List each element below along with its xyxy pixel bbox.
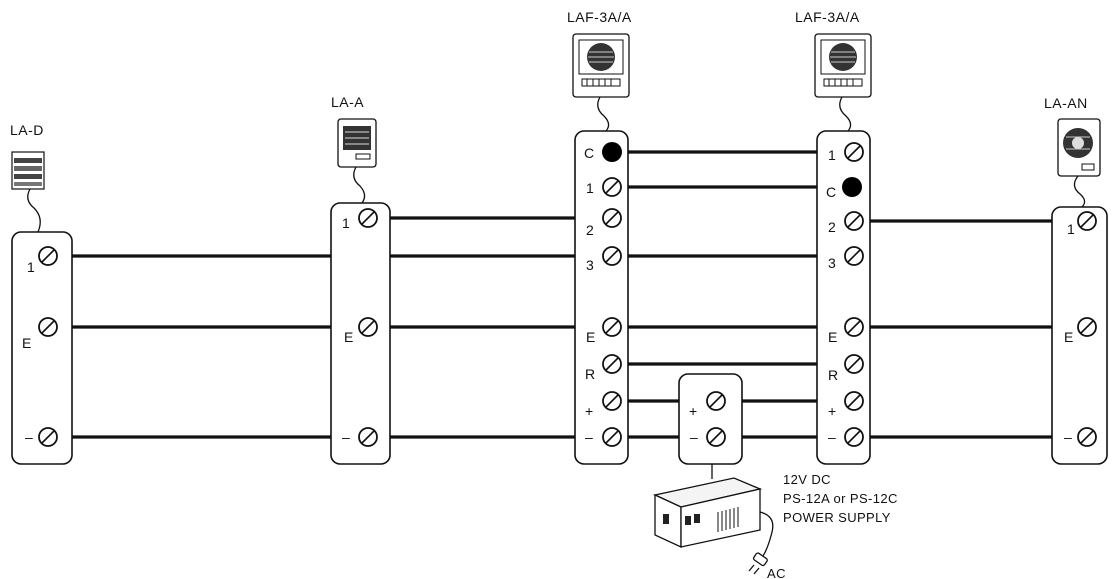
screw-terminal-icon: [602, 317, 622, 337]
device-title-la-d: LA-D: [10, 122, 44, 138]
terminal-label: 3: [586, 257, 594, 273]
screw-terminal-icon: [844, 317, 864, 337]
wires: [46, 150, 1089, 439]
terminal-label: E: [22, 335, 31, 351]
terminal-label: 3: [828, 255, 836, 271]
screw-terminal-icon: [38, 317, 58, 337]
ac-plug-icon: [748, 552, 768, 575]
terminal-label: E: [586, 329, 595, 345]
screw-terminal-icon: [602, 427, 622, 447]
screw-terminal-icon: [1077, 427, 1097, 447]
screw-terminal-icon: [844, 246, 864, 266]
screw-terminal-icon: [358, 208, 378, 228]
device-la-a: LA-A 1 E –: [330, 94, 391, 465]
terminal-label: +: [585, 403, 593, 419]
screw-terminal-icon: [706, 427, 726, 447]
power-supply-models: PS-12A or PS-12C: [783, 491, 898, 506]
terminal-label: –: [690, 429, 698, 445]
terminal-label: C: [826, 184, 836, 200]
terminal-label: E: [828, 329, 837, 345]
terminal-label: 2: [828, 219, 836, 235]
terminal-label: E: [1064, 329, 1073, 345]
lead-la-an: [1073, 175, 1086, 208]
station-la-a-icon: [337, 118, 377, 168]
lead-laf-right: [839, 96, 852, 132]
terminal-label: –: [25, 429, 33, 445]
device-title-la-a: LA-A: [331, 94, 364, 110]
connected-terminal-dot-icon: [842, 177, 862, 197]
terminal-label: 1: [1067, 221, 1075, 237]
master-station-icon: [814, 33, 872, 98]
screw-terminal-icon: [844, 142, 864, 162]
device-title-la-an: LA-AN: [1044, 95, 1088, 111]
terminal-panel-laf-left: [574, 130, 629, 465]
screw-terminal-icon: [358, 427, 378, 447]
terminal-label: C: [584, 145, 594, 161]
device-title-laf-right: LAF-3A/A: [795, 9, 860, 25]
station-la-an-icon: [1057, 118, 1101, 177]
terminal-label: –: [342, 429, 350, 445]
screw-terminal-icon: [602, 208, 622, 228]
terminal-label: –: [585, 429, 593, 445]
terminal-label: 1: [27, 259, 35, 275]
terminal-label: R: [585, 366, 595, 382]
terminal-label: R: [828, 367, 838, 383]
device-la-d: LA-D 1 E –: [10, 122, 73, 465]
terminal-panel-la-d: [11, 231, 73, 465]
screw-terminal-icon: [358, 317, 378, 337]
lead-la-a: [353, 166, 366, 204]
screw-terminal-icon: [844, 427, 864, 447]
terminal-label: –: [828, 429, 836, 445]
screw-terminal-icon: [1077, 317, 1097, 337]
terminal-label: +: [689, 403, 697, 419]
terminal-label: 1: [342, 215, 350, 231]
terminal-label: 2: [586, 222, 594, 238]
terminal-panel-power-supply: [678, 373, 743, 465]
device-laf-3a-a-right: LAF-3A/A 1 C 2 3 E R + –: [795, 9, 872, 465]
device-la-an: LA-AN 1 E –: [1044, 95, 1108, 465]
power-supply-caption: POWER SUPPLY: [783, 510, 891, 525]
screw-terminal-icon: [38, 427, 58, 447]
handset-la-d-icon: [11, 151, 45, 190]
ac-cord: [759, 511, 774, 557]
terminal-panel-la-an: [1051, 206, 1108, 465]
power-supply-unit-icon: [652, 477, 763, 549]
terminal-label: +: [828, 403, 836, 419]
lead-la-d: [27, 188, 41, 233]
screw-terminal-icon: [1077, 211, 1097, 231]
screw-terminal-icon: [602, 391, 622, 411]
ac-label: AC: [767, 566, 786, 579]
screw-terminal-icon: [844, 391, 864, 411]
screw-terminal-icon: [844, 354, 864, 374]
screw-terminal-icon: [706, 391, 726, 411]
terminal-panel-laf-right: [816, 130, 871, 465]
screw-terminal-icon: [38, 246, 58, 266]
master-station-icon: [572, 33, 630, 98]
terminal-label: 1: [586, 180, 594, 196]
device-laf-3a-a-left: LAF-3A/A C 1 2 3 E R + –: [567, 9, 632, 465]
terminal-label: 1: [828, 147, 836, 163]
lead-laf-left: [597, 96, 610, 132]
device-title-laf-left: LAF-3A/A: [567, 9, 632, 25]
terminal-label: E: [344, 329, 353, 345]
screw-terminal-icon: [602, 246, 622, 266]
screw-terminal-icon: [602, 177, 622, 197]
terminal-panel-la-a: [330, 202, 391, 465]
power-supply: + – AC 12V DC PS-12A or PS-12C P: [652, 373, 898, 579]
terminal-label: –: [1064, 429, 1072, 445]
screw-terminal-icon: [602, 354, 622, 374]
connected-terminal-dot-icon: [602, 142, 622, 162]
screw-terminal-icon: [844, 211, 864, 231]
power-supply-voltage: 12V DC: [783, 472, 831, 487]
